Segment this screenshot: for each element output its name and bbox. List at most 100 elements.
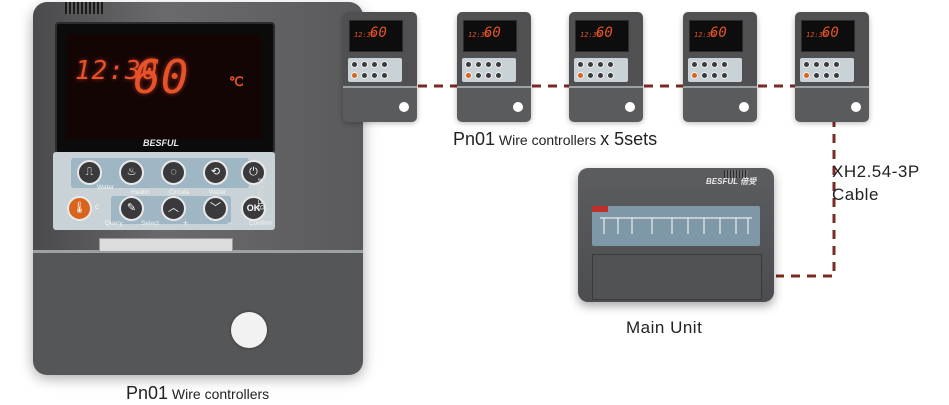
main-unit-cover [592, 254, 762, 300]
small-key [361, 72, 368, 79]
select-button[interactable]: ✎ [119, 196, 144, 221]
main-unit-brand: BESFUL 倍受 [706, 176, 756, 187]
small-lcd: 12:30 60 [689, 20, 743, 52]
vent-grille [65, 2, 105, 14]
small-key [813, 72, 820, 79]
heating-button[interactable]: ♨ [119, 160, 144, 185]
main-unit-device: BESFUL 倍受 [578, 168, 774, 302]
cable-caption-line1: XH2.54-3P [832, 162, 920, 181]
query-label: Query [105, 220, 123, 227]
big-controller-caption: Pn01 Wire controllers [126, 383, 269, 404]
small-key [381, 61, 388, 68]
cable-caption: XH2.54-3P Cable [832, 160, 920, 206]
small-key [711, 61, 718, 68]
bottom-cover [33, 250, 363, 375]
brand-logo: BESFUL [143, 138, 179, 148]
display-temperature: 60 [133, 50, 189, 104]
water2-label: Water [209, 189, 227, 196]
water2-button[interactable]: ⟲ [203, 160, 228, 185]
display-time: 12:30 [75, 56, 159, 86]
ok-label: OK [246, 203, 261, 213]
small-lcd: 12:30 60 [801, 20, 855, 52]
small-lcd: 12:30 60 [349, 20, 403, 52]
five-caption-suffix: x 5sets [600, 129, 658, 149]
small-lcd: 12:30 60 [463, 20, 517, 52]
circulation-label: Circula [169, 189, 190, 196]
small-key [577, 61, 584, 68]
small-display-temp: 60 [822, 25, 839, 41]
warning-tag [592, 206, 608, 212]
small-key [823, 72, 830, 79]
terminal-wiring-icon [600, 217, 752, 234]
heating-label: Heatin [131, 189, 150, 196]
down-button[interactable]: ﹀ [203, 196, 228, 221]
small-display-temp: 60 [370, 25, 387, 41]
small-key [721, 61, 728, 68]
small-display-temp: 60 [484, 25, 501, 41]
minus-label: − [227, 218, 233, 228]
main-unit-brand-en: BESFUL [706, 177, 738, 186]
small-key [597, 61, 604, 68]
plus-label: + [183, 218, 189, 228]
small-display-time: 12:30 [806, 31, 828, 39]
model-label: BF-PN01 [257, 177, 266, 210]
small-key [351, 72, 358, 79]
small-keypad [348, 58, 402, 82]
query-button[interactable]: 🌡 [67, 196, 92, 221]
small-key [803, 72, 810, 79]
small-key [587, 61, 594, 68]
up-button[interactable]: ︿ [161, 196, 186, 221]
cover-hinge [99, 238, 233, 252]
display-unit: ℃ [229, 74, 244, 89]
terminal-board [592, 206, 760, 246]
small-key [701, 72, 708, 79]
small-key [485, 61, 492, 68]
small-key [803, 61, 810, 68]
small-knob [399, 102, 409, 112]
small-display-temp: 60 [710, 25, 727, 41]
big-wire-controller: 12:30 60 ℃ BESFUL ⎍ ♨ ◌ ⟲ ⏻ Water Heatin… [33, 2, 363, 375]
cable-caption-line2: Cable [832, 185, 879, 204]
five-controllers-caption: Pn01 Wire controllers x 5sets [453, 129, 657, 150]
main-unit-brand-cn: 倍受 [740, 177, 757, 186]
small-key [711, 72, 718, 79]
small-knob [625, 102, 635, 112]
small-display-time: 12:30 [694, 31, 716, 39]
big-caption-text: Wire controllers [168, 386, 270, 402]
small-key [381, 72, 388, 79]
small-key [495, 61, 502, 68]
small-key [351, 61, 358, 68]
small-key [495, 72, 502, 79]
small-knob [513, 102, 523, 112]
small-key [597, 72, 604, 79]
small-key [587, 72, 594, 79]
small-knob [851, 102, 861, 112]
cover-knob [231, 312, 267, 348]
power-button[interactable]: ⏻ [241, 160, 266, 185]
small-key [701, 61, 708, 68]
small-display-time: 12:30 [580, 31, 602, 39]
small-key [823, 61, 830, 68]
big-caption-prefix: Pn01 [126, 383, 169, 403]
select-label: Select [141, 220, 160, 227]
small-key [485, 72, 492, 79]
lcd-display: 12:30 60 ℃ [55, 22, 275, 154]
water-label: Water [97, 184, 115, 191]
circulation-button[interactable]: ◌ [161, 160, 186, 185]
ok-button[interactable]: OK [241, 196, 266, 221]
keypad: ⎍ ♨ ◌ ⟲ ⏻ Water Heatin Circula Water 🌡 c… [53, 152, 275, 230]
small-key [833, 72, 840, 79]
main-unit-caption: Main Unit [626, 318, 703, 337]
lcd-panel: 12:30 60 ℃ [67, 34, 261, 139]
small-controller-2: 12:30 60 [457, 12, 531, 122]
small-key [607, 72, 614, 79]
wire-to-main-unit [776, 118, 836, 278]
small-display-time: 12:30 [468, 31, 490, 39]
small-keypad [574, 58, 628, 82]
small-key [607, 61, 614, 68]
water-button[interactable]: ⎍ [77, 160, 102, 185]
small-controller-1: 12:30 60 [343, 12, 417, 122]
small-lcd: 12:30 60 [575, 20, 629, 52]
small-key [833, 61, 840, 68]
